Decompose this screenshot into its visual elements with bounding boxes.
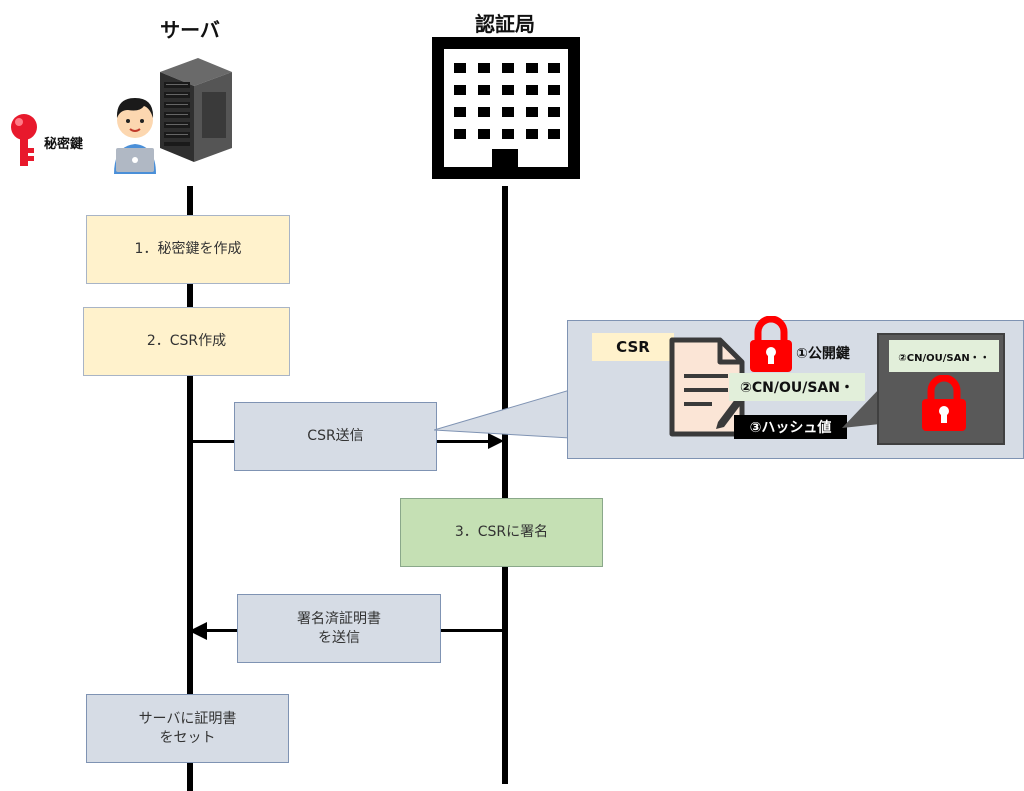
send-cert-arrow-line-left: [205, 629, 238, 632]
step-send-signed-cert: 署名済証明書 を送信: [237, 594, 441, 663]
send-cert-arrow-line-right: [439, 629, 503, 632]
subject-chip: ②CN/OU/SAN・: [729, 373, 865, 401]
send-csr-arrow-line-right: [434, 440, 490, 443]
person-with-laptop-icon: [114, 98, 156, 174]
ca-title: 認証局: [475, 12, 535, 36]
encrypted-subject-chip: ②CN/OU/SAN・・: [889, 340, 999, 372]
send-cert-arrowhead: [189, 622, 207, 640]
send-csr-arrowhead: [488, 433, 504, 449]
server-rack-icon: [160, 58, 232, 162]
hash-chip: ③ハッシュ値: [734, 415, 847, 439]
building-icon: [432, 37, 580, 179]
public-key-label: ①公開鍵: [796, 346, 850, 362]
key-icon: [11, 114, 37, 166]
step-set-cert: サーバに証明書 をセット: [86, 694, 289, 763]
hash-callout-pointer: [842, 388, 880, 428]
ca-lifeline: [502, 186, 508, 784]
csr-callout-pointer: [434, 389, 571, 439]
step-create-csr: 2．CSR作成: [83, 307, 290, 376]
step-create-private-key: 1．秘密鍵を作成: [86, 215, 290, 284]
lock-icon: [750, 316, 792, 372]
csr-title-chip: CSR: [592, 333, 674, 361]
lock-icon: [922, 375, 966, 431]
step-send-csr: CSR送信: [234, 402, 437, 471]
private-key-label: 秘密鍵: [44, 137, 84, 152]
step-sign-csr: 3．CSRに署名: [400, 498, 603, 567]
document-icon: [669, 337, 745, 437]
server-title: サーバ: [160, 18, 220, 42]
send-csr-arrow-line-left: [190, 440, 236, 443]
server-lifeline: [187, 186, 193, 791]
